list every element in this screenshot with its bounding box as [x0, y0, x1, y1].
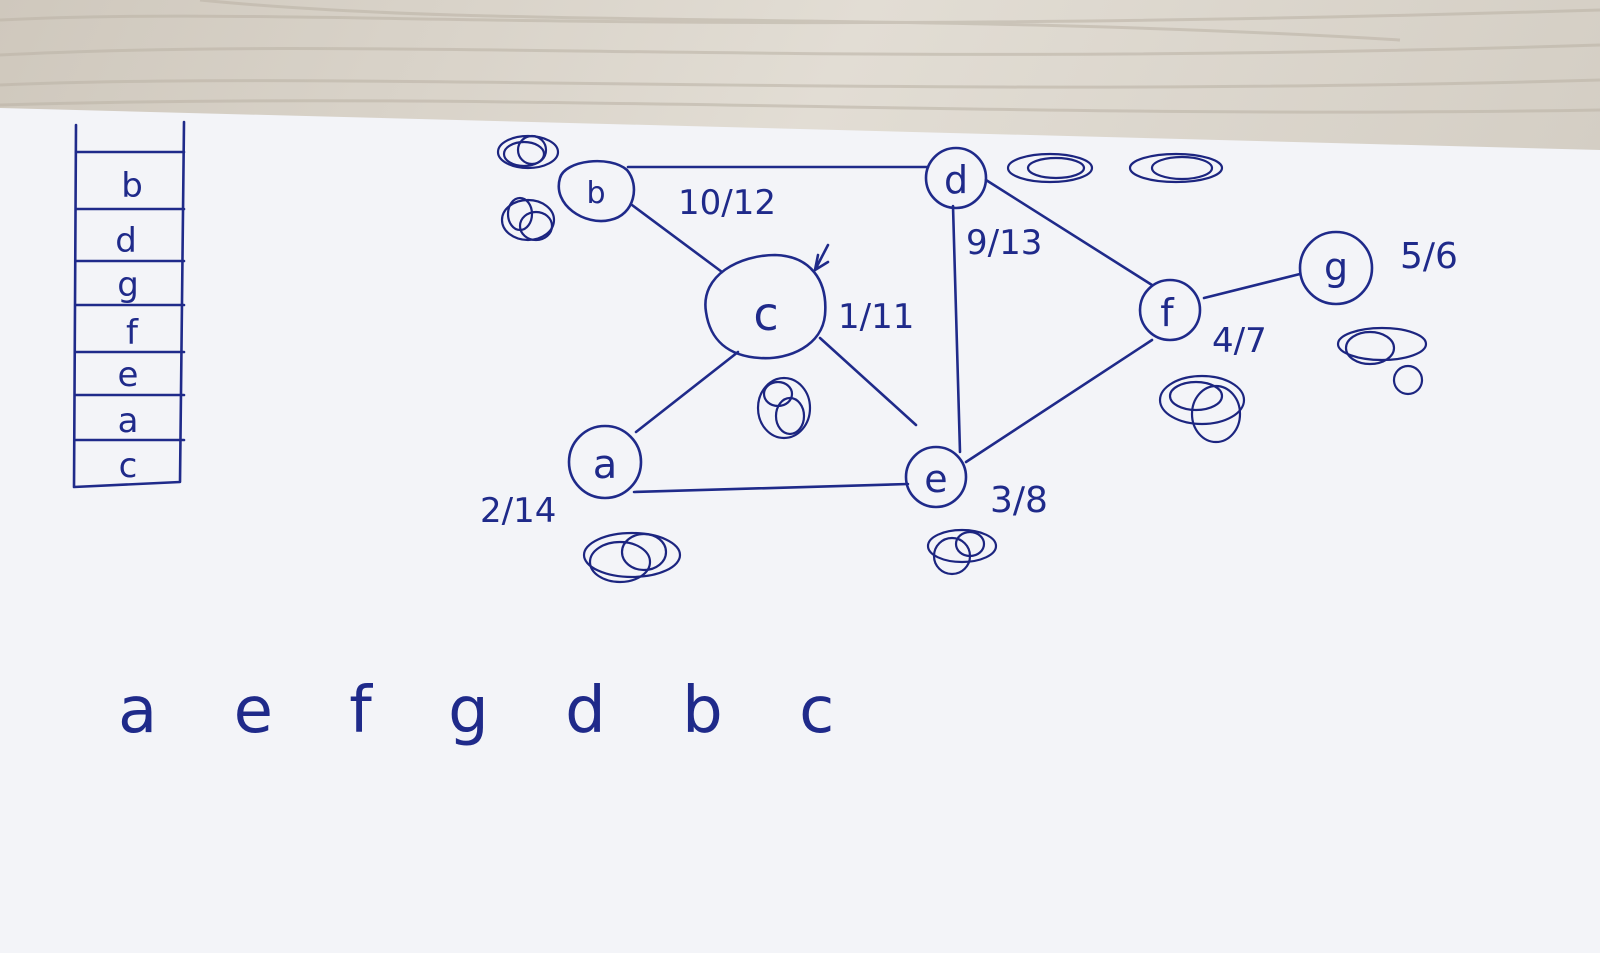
node-b: b	[557, 159, 636, 223]
node-d-label: d	[944, 158, 968, 202]
time-label-d: 9/13	[966, 223, 1042, 263]
node-c-label: c	[753, 287, 778, 341]
edge-c-e	[818, 336, 918, 427]
node-g: g	[1298, 230, 1374, 306]
node-e-label: e	[924, 457, 947, 501]
stack-item-f: f	[126, 313, 139, 353]
stack-item-d: d	[115, 221, 137, 261]
time-label-a: 2/14	[480, 491, 556, 531]
node-b-label: b	[586, 176, 605, 211]
scribble-2	[500, 196, 556, 242]
discovery-finish-times: 10/12 1/11 9/13 2/14 3/8 4/7 5/6	[480, 183, 1458, 531]
node-g-label: g	[1324, 245, 1348, 289]
stack-item-a: a	[118, 401, 139, 441]
edge-d-e	[951, 204, 962, 454]
edge-e-f	[964, 338, 1154, 464]
stack-item-e: e	[118, 355, 139, 395]
time-label-b-d-edge: 10/12	[678, 183, 776, 223]
paper	[0, 108, 1600, 953]
node-e: e	[904, 445, 968, 509]
time-label-e: 3/8	[990, 480, 1048, 521]
scribble-9	[926, 528, 998, 576]
edge-a-e	[632, 482, 910, 494]
node-a: a	[567, 424, 643, 500]
graph-edges	[626, 165, 1302, 494]
scribble-7	[1336, 326, 1428, 396]
node-a-label: a	[593, 442, 618, 488]
node-d: d	[924, 146, 988, 210]
stack-diagram: b d g f e a c	[72, 120, 186, 489]
scribble-4	[1128, 152, 1224, 184]
scribble-3	[1006, 152, 1094, 184]
time-label-g: 5/6	[1400, 236, 1458, 277]
stack-item-g: g	[117, 265, 139, 305]
node-c: c	[704, 243, 830, 360]
edge-f-g	[1202, 272, 1302, 300]
scribble-8	[582, 531, 682, 584]
graph-nodes: b c d a e f g	[557, 146, 1374, 509]
stack-item-b: b	[121, 166, 143, 206]
node-f-label: f	[1160, 291, 1175, 335]
edge-c-a	[634, 350, 740, 434]
start-arrow-icon	[813, 243, 830, 272]
scribble-1	[496, 134, 560, 170]
topological-order-result: a e f g d b c	[118, 674, 862, 748]
time-label-f: 4/7	[1212, 321, 1267, 361]
edge-b-c	[630, 203, 724, 274]
time-label-c: 1/11	[838, 297, 914, 337]
edge-d-f	[984, 178, 1154, 287]
stack-item-c: c	[119, 446, 138, 486]
node-f: f	[1138, 278, 1202, 342]
crossed-out-scribbles	[496, 134, 1428, 584]
scribble-6	[1158, 374, 1246, 444]
scribble-5	[756, 376, 812, 440]
